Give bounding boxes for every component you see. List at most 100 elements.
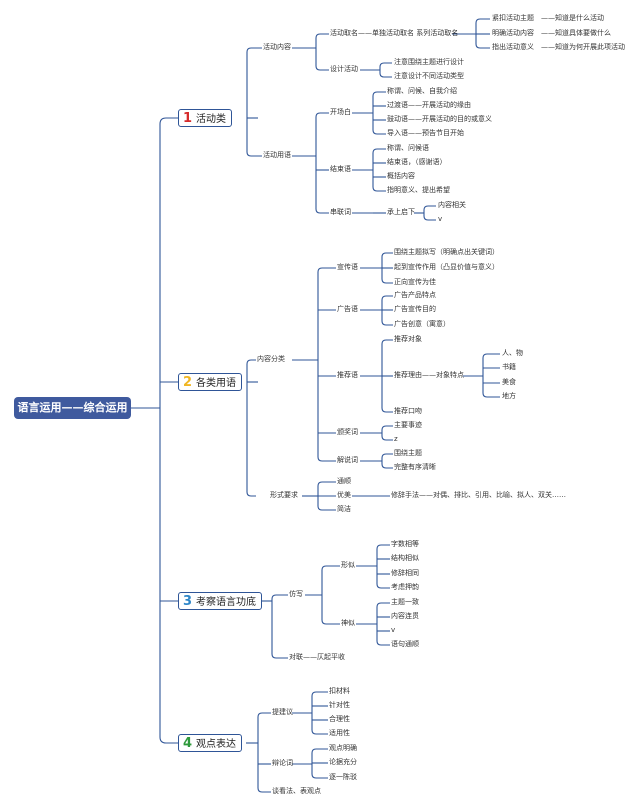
connector-line bbox=[315, 33, 329, 39]
node-xs3: 修辞相同 bbox=[391, 569, 419, 577]
node-xc2: 起到宣传作用（凸显价值与意义） bbox=[394, 263, 499, 271]
connector-line bbox=[246, 491, 256, 497]
node-xc3: 正向宣传为佳 bbox=[394, 278, 436, 286]
node-tj3: 推荐口吻 bbox=[394, 407, 422, 415]
node-dl: 对联——仄起平收 bbox=[289, 653, 345, 661]
node-sxv: v bbox=[391, 626, 396, 634]
node-sx3: 语句通顺 bbox=[391, 640, 419, 648]
node-qmdesc: ——单独活动取名 系列活动取名 bbox=[358, 29, 459, 37]
connector-line bbox=[271, 594, 288, 600]
node-ty4: 适用性 bbox=[329, 729, 350, 737]
connector-line bbox=[381, 278, 393, 284]
connector-line bbox=[372, 148, 386, 154]
node-bl2: 论据充分 bbox=[329, 758, 357, 766]
connector-line bbox=[159, 736, 178, 744]
node-df: 地方 bbox=[502, 392, 516, 400]
category-number: 4 bbox=[183, 736, 193, 751]
connector-line bbox=[257, 787, 271, 793]
node-ggy: 广告语 bbox=[337, 305, 358, 313]
connector-line bbox=[311, 691, 328, 697]
connector-line bbox=[381, 425, 393, 431]
connector-line bbox=[317, 481, 336, 487]
node-jsc: 解说词 bbox=[337, 456, 358, 464]
connector-line bbox=[271, 653, 288, 659]
connector-line bbox=[376, 583, 390, 589]
connector-line bbox=[482, 392, 500, 398]
node-tj2: 推荐理由——对象特点 bbox=[394, 371, 464, 379]
connector-line bbox=[372, 129, 386, 135]
node-zc2: ——知道为何开展此项活动 bbox=[541, 43, 625, 51]
node-sx1: 主题一致 bbox=[391, 598, 419, 606]
connector-line bbox=[321, 619, 340, 625]
node-bl1: 观点明确 bbox=[329, 744, 357, 752]
node-cs: 承上启下 bbox=[387, 208, 415, 216]
connector-line bbox=[317, 267, 336, 273]
node-ss2: 神似 bbox=[341, 619, 355, 627]
connector-line bbox=[381, 435, 393, 441]
connector-line bbox=[246, 359, 256, 365]
node-kcb: 开场白 bbox=[330, 108, 351, 116]
category-label: 活动类 bbox=[196, 114, 227, 125]
category-number: 1 bbox=[183, 111, 193, 126]
connector-line bbox=[423, 205, 436, 211]
node-tc: 通顺 bbox=[337, 477, 351, 485]
node-jk: 紧扣活动主题 bbox=[492, 14, 534, 22]
connector-line bbox=[381, 407, 393, 413]
connector-line bbox=[257, 712, 271, 718]
category-label: 考察语言功底 bbox=[196, 597, 257, 608]
node-ms: 美食 bbox=[502, 378, 516, 386]
node-mq2: ——知道具体要做什么 bbox=[541, 29, 611, 37]
node-nrfl: 内容分类 bbox=[257, 355, 285, 363]
category-number: 2 bbox=[183, 375, 193, 390]
node-tjyi: 提建议 bbox=[272, 708, 293, 716]
connector-line bbox=[381, 252, 393, 258]
connector-line bbox=[315, 112, 329, 118]
connector-line bbox=[475, 18, 490, 24]
connector-line bbox=[159, 117, 178, 125]
connector-line bbox=[475, 43, 490, 49]
root-node: 语言运用——综合运用 bbox=[14, 397, 131, 419]
connector-line bbox=[381, 463, 393, 469]
node-xsyq: 形式要求 bbox=[270, 491, 298, 499]
node-zc: 指出活动意义 bbox=[492, 43, 534, 51]
connector-line bbox=[376, 602, 390, 608]
connector-line bbox=[381, 339, 393, 345]
connector-line bbox=[317, 505, 336, 511]
node-ym: 优美 bbox=[337, 491, 351, 499]
node-bj1: 主要事迹 bbox=[394, 421, 422, 429]
connector-line bbox=[482, 353, 500, 359]
node-js1: 称谓、问候语 bbox=[387, 144, 429, 152]
node-gg3: 广告创意（寓意） bbox=[394, 320, 450, 328]
connector-line bbox=[379, 72, 392, 78]
connector-line bbox=[376, 544, 390, 550]
node-nrxg: 内容相关 bbox=[438, 201, 466, 209]
node-xc: 修辞手法——对偶、排比、引用、比喻、拟人、双关…… bbox=[391, 491, 566, 499]
connector-line bbox=[311, 748, 328, 754]
category-label: 观点表达 bbox=[196, 739, 237, 750]
node-sj2: 注意设计不同活动类型 bbox=[394, 72, 464, 80]
node-tkf: 谈看法、表观点 bbox=[272, 787, 321, 795]
node-jc2: 完整有序清晰 bbox=[394, 463, 436, 471]
node-xs: 形似 bbox=[341, 561, 355, 569]
node-hdnr: 活动内容 bbox=[263, 43, 291, 51]
connector-line bbox=[317, 456, 336, 462]
node-clc: 串联词 bbox=[330, 208, 351, 216]
connector-line bbox=[315, 65, 329, 71]
node-mq: 明确活动内容 bbox=[492, 29, 534, 37]
connector-line bbox=[381, 320, 393, 326]
connector-line bbox=[372, 186, 386, 192]
node-sx2: 内容连贯 bbox=[391, 612, 419, 620]
node-sjhd: 设计活动 bbox=[330, 65, 358, 73]
node-fx: 仿写 bbox=[289, 590, 303, 598]
connector-line bbox=[376, 640, 390, 646]
node-ty3: 合理性 bbox=[329, 715, 350, 723]
node-tjy: 推荐语 bbox=[337, 371, 358, 379]
node-gg1: 广告产品特点 bbox=[394, 291, 436, 299]
node-jk2: ——知道是什么活动 bbox=[541, 14, 604, 22]
node-blc: 辩论词 bbox=[272, 759, 293, 767]
node-jc1: 围绕主题 bbox=[394, 449, 422, 457]
node-kc3: 鼓动语——开展活动的目的或意义 bbox=[387, 115, 492, 123]
node-js2: 结束语，（感谢语） bbox=[387, 158, 447, 166]
